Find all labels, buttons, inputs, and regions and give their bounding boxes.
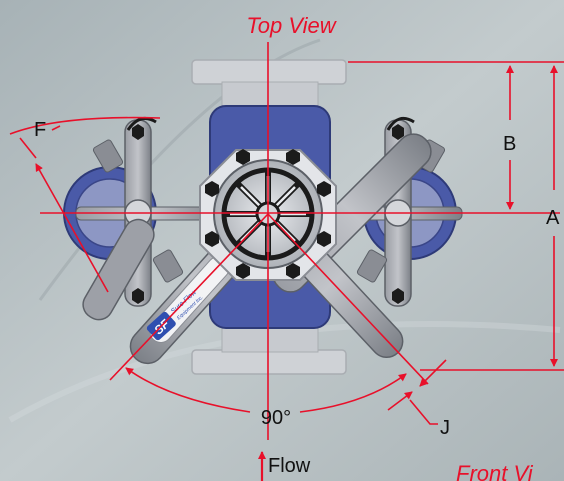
- flow-label: Flow: [268, 455, 311, 477]
- j-leader: [409, 399, 438, 425]
- front-view-label: Front Vi: [456, 461, 534, 481]
- bottom-flange: [191, 349, 347, 375]
- left-lever-hook: [126, 116, 157, 131]
- left-lever-clip: [152, 249, 184, 283]
- left-angle-leg: [109, 213, 269, 381]
- diagram-title: Top View: [246, 13, 337, 38]
- f-swing-tick: [19, 137, 37, 159]
- right-lever-hook: [386, 116, 415, 131]
- bolt-icon: [205, 231, 219, 247]
- top-flange: [191, 59, 347, 85]
- bolt-icon: [236, 149, 250, 165]
- left-lever-clip: [92, 139, 124, 173]
- dimension-b-label: B: [503, 133, 516, 155]
- f-radius-arc: [9, 116, 161, 135]
- angle-arc-right: [299, 373, 407, 413]
- bolt-icon: [286, 263, 300, 279]
- dimension-f-label: F: [34, 119, 46, 141]
- right-lever-clip: [356, 249, 388, 283]
- bolt-icon: [236, 263, 250, 279]
- angle-label: 90°: [261, 407, 291, 429]
- bolt-icon: [392, 124, 404, 140]
- dimension-annotations: [9, 42, 564, 481]
- bolt-icon: [317, 231, 331, 247]
- angle-arc-left: [125, 367, 251, 413]
- j-arrow-right: [419, 359, 447, 387]
- dimension-a-label: A: [546, 207, 560, 229]
- bolt-icon: [317, 181, 331, 197]
- bolt-icon: [132, 288, 144, 304]
- right-handle-rear: [82, 218, 155, 321]
- bolt-icon: [205, 181, 219, 197]
- f-leader: [51, 125, 61, 131]
- bolt-icon: [392, 288, 404, 304]
- housing-bolts: [205, 149, 331, 279]
- bolt-icon: [132, 124, 144, 140]
- right-angle-leg: [267, 213, 429, 385]
- bolt-icon: [286, 149, 300, 165]
- dimension-j-label: J: [440, 417, 450, 439]
- f-swing-arrow: [35, 163, 109, 293]
- j-arrow-left: [387, 391, 413, 411]
